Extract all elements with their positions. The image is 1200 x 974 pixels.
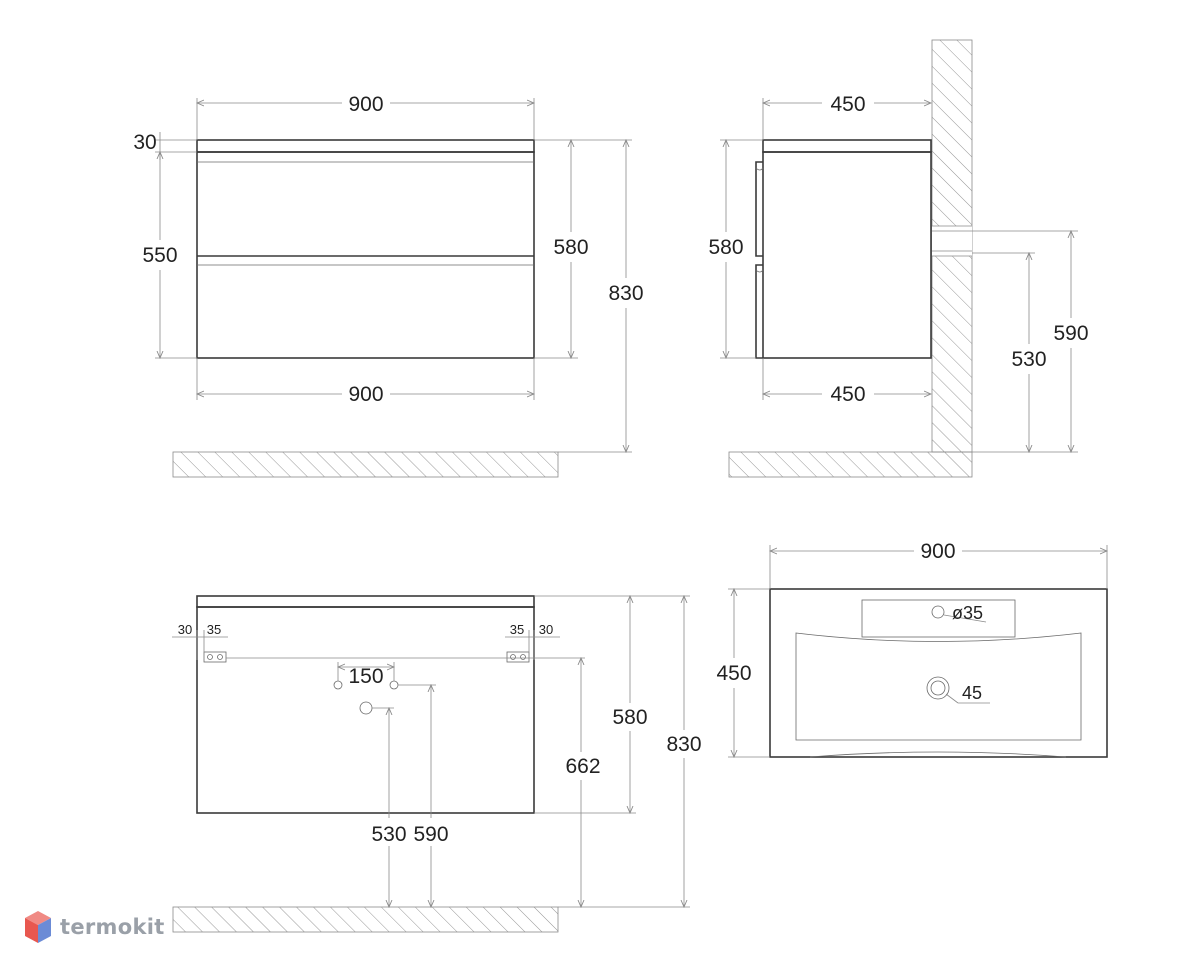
back-countertop — [196, 595, 535, 608]
dim-back-30-right: 30 — [539, 622, 553, 637]
dim-back-662: 662 — [565, 755, 600, 778]
dim-back-35-left: 35 — [207, 622, 221, 637]
front-countertop — [196, 139, 535, 153]
dim-top-width: 900 — [920, 540, 955, 563]
dim-front-total-830: 830 — [608, 282, 643, 305]
dim-back-30-left: 30 — [178, 622, 192, 637]
dim-front-total-580: 580 — [553, 236, 588, 259]
dim-side-bottom-depth: 450 — [830, 383, 865, 406]
side-countertop — [762, 139, 932, 153]
dim-front-body-height: 550 — [142, 244, 177, 267]
dim-back-590: 590 — [413, 823, 448, 846]
left-mount-bracket — [203, 651, 227, 663]
side-view: 450 580 450 530 590 — [708, 39, 1089, 478]
dim-top-depth: 450 — [716, 662, 751, 685]
drain-ring-outer — [926, 676, 950, 700]
faucet-deck — [861, 599, 1016, 638]
drain-outlet — [359, 701, 373, 715]
brand-logo: termokit — [24, 910, 165, 944]
label-drain-hole: 45 — [962, 683, 982, 703]
brand-name: termokit — [60, 915, 165, 939]
side-floor-hatch — [728, 451, 973, 478]
front-cabinet-body — [196, 151, 535, 359]
dim-side-mount-590: 590 — [1053, 322, 1088, 345]
back-view: 30 35 35 30 150 580 830 662 — [172, 595, 702, 933]
dim-back-580: 580 — [612, 706, 647, 729]
top-view: ø35 45 900 450 — [716, 540, 1107, 757]
side-cabinet-body — [762, 151, 932, 359]
front-view: 900 30 550 580 830 900 — [133, 93, 644, 478]
dim-side-height: 580 — [708, 236, 743, 259]
label-faucet-hole: ø35 — [952, 603, 983, 623]
dim-back-150: 150 — [348, 665, 383, 688]
dim-front-top-thickness: 30 — [133, 131, 156, 154]
cube-icon — [25, 911, 51, 943]
dim-side-mount-530: 530 — [1011, 348, 1046, 371]
dim-side-top-depth: 450 — [830, 93, 865, 116]
dim-back-830: 830 — [666, 733, 701, 756]
water-inlet-right — [389, 680, 399, 690]
right-mount-bracket — [506, 651, 530, 663]
basin-bowl — [795, 632, 1082, 741]
faucet-hole — [931, 605, 945, 619]
basin-outline — [769, 588, 1108, 758]
dim-back-530: 530 — [371, 823, 406, 846]
dim-back-35-right: 35 — [510, 622, 524, 637]
back-floor-hatch — [172, 906, 559, 933]
front-floor-hatch — [172, 451, 559, 478]
dim-front-bottom-width: 900 — [348, 383, 383, 406]
back-cabinet-body — [196, 606, 535, 814]
water-inlet-left — [333, 680, 343, 690]
drain-ring-inner — [930, 680, 946, 696]
dim-front-top-width: 900 — [348, 93, 383, 116]
